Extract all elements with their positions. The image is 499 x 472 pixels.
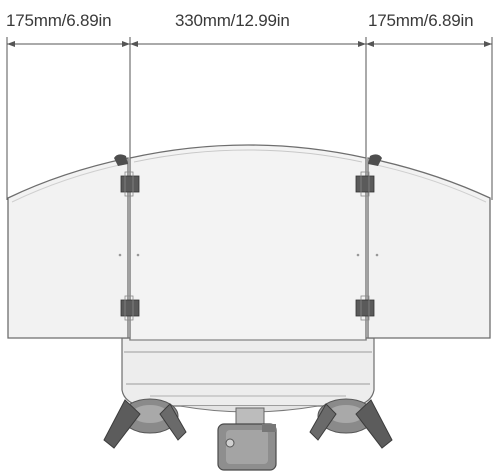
dimension-label-right-panel: 175mm/6.89in xyxy=(368,11,474,30)
dimension-arrows xyxy=(7,41,492,47)
dimension-label-center-panel: 330mm/12.99in xyxy=(175,11,290,30)
base-chassis xyxy=(121,337,375,413)
right-wheel xyxy=(309,398,393,449)
arrow-center-end xyxy=(358,41,366,47)
dimension-label-left-panel: 175mm/6.89in xyxy=(6,11,112,30)
hinge-left-bottom xyxy=(120,295,140,321)
hinge-right-bottom xyxy=(355,295,375,321)
center-unit xyxy=(217,407,277,471)
arrow-right-end xyxy=(484,41,492,47)
right-wing-panel xyxy=(367,157,491,339)
arrow-left-start xyxy=(7,41,15,47)
arrow-left-end xyxy=(122,41,130,47)
hinges xyxy=(120,171,375,321)
hinge-right-top xyxy=(355,171,375,197)
arrow-right-start xyxy=(366,41,374,47)
center-panel xyxy=(129,144,367,341)
dimension-lines xyxy=(6,37,493,200)
panel-clips xyxy=(114,154,382,166)
left-wheel xyxy=(103,398,187,449)
arrow-center-start xyxy=(130,41,138,47)
hinge-left-top xyxy=(120,171,140,197)
left-wing-panel xyxy=(7,157,129,339)
